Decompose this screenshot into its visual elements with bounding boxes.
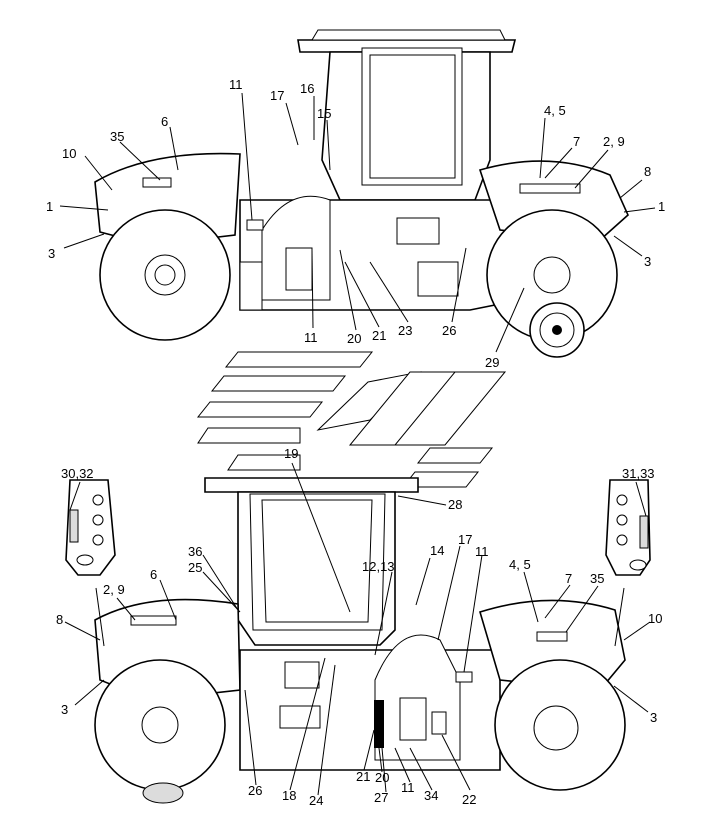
callout-bottom-27: 27	[374, 790, 388, 805]
callout-bottom-14: 14	[430, 543, 444, 558]
logo-bar-4	[197, 427, 301, 444]
callout-bottom-6: 6	[150, 567, 157, 582]
logo-bar-3	[196, 401, 324, 418]
logo-bar-6	[416, 447, 494, 464]
callout-bottom-30-32: 30,32	[61, 466, 94, 481]
callout-top-16: 16	[300, 81, 314, 96]
callout-bottom-18: 18	[282, 788, 296, 803]
callout-top-8: 8	[644, 164, 651, 179]
bottom-chassis	[239, 649, 501, 771]
callout-bottom-2-9: 2, 9	[103, 582, 125, 597]
callout-top-3-left: 3	[48, 246, 55, 261]
callout-top-10: 10	[62, 146, 76, 161]
callout-top-23: 23	[398, 323, 412, 338]
callout-bottom-17: 17	[458, 532, 472, 547]
callout-top-7: 7	[573, 134, 580, 149]
bottom-panel-lower	[279, 705, 321, 729]
bottom-decal-21	[374, 700, 384, 748]
bottom-left-drum-hub	[141, 706, 179, 744]
top-machine-view	[94, 29, 629, 358]
callout-top-11-upper: 11	[229, 77, 243, 92]
callout-top-26: 26	[442, 323, 456, 338]
bottom-cab-roof	[204, 477, 419, 493]
callout-bottom-24: 24	[309, 793, 323, 808]
bottom-left-drum-foot	[142, 782, 184, 804]
callout-top-29: 29	[485, 355, 499, 370]
callout-top-17: 17	[270, 88, 284, 103]
callout-bottom-3-left: 3	[61, 702, 68, 717]
callout-top-6: 6	[161, 114, 168, 129]
top-cab-window-inner	[369, 54, 456, 179]
top-leader-lines	[59, 92, 656, 353]
center-logo	[196, 351, 507, 488]
callout-bottom-34: 34	[424, 788, 438, 803]
callout-top-35: 35	[110, 129, 124, 144]
callout-top-20: 20	[347, 331, 361, 346]
callout-top-21: 21	[372, 328, 386, 343]
bottom-machine-view	[94, 477, 626, 804]
callout-bottom-20: 20	[375, 770, 389, 785]
top-decal-side-panel	[239, 261, 263, 311]
callout-bottom-3-right: 3	[650, 710, 657, 725]
callout-bottom-22: 22	[462, 792, 476, 807]
callout-top-4-5: 4, 5	[544, 103, 566, 118]
top-left-drum-hub-inner	[154, 264, 176, 286]
top-decal-35	[142, 177, 172, 188]
callout-bottom-4-5: 4, 5	[509, 557, 531, 572]
plate-30-32	[65, 479, 116, 576]
bottom-decal-22	[431, 711, 447, 735]
callout-top-1-left: 1	[46, 199, 53, 214]
callout-bottom-11-upper: 11	[475, 544, 489, 559]
bottom-cab-window-inner	[261, 499, 373, 623]
callout-bottom-28: 28	[448, 497, 462, 512]
top-motor-disc-center	[552, 325, 562, 335]
bottom-decal-35	[536, 631, 568, 642]
callout-bottom-8: 8	[56, 612, 63, 627]
callout-bottom-10: 10	[648, 611, 662, 626]
top-panel	[417, 261, 459, 297]
bottom-grille	[399, 697, 427, 741]
callout-bottom-11-lower: 11	[401, 780, 415, 795]
callout-bottom-19: 19	[284, 446, 298, 461]
callout-top-11-lower: 11	[304, 330, 318, 345]
callout-bottom-12-13: 12,13	[362, 559, 395, 574]
callout-bottom-31-33: 31,33	[622, 466, 655, 481]
callout-bottom-35: 35	[590, 571, 604, 586]
bottom-decal-2-9	[130, 615, 177, 626]
logo-stripe-3	[393, 371, 507, 446]
top-decal-11	[246, 219, 264, 231]
bottom-decal-11	[455, 671, 473, 683]
logo-bar-1	[224, 351, 374, 368]
callout-bottom-26: 26	[248, 783, 262, 798]
callout-bottom-36: 36	[188, 544, 202, 559]
logo-bar-2	[210, 375, 347, 392]
callout-bottom-21: 21	[356, 769, 370, 784]
top-right-drum-hub	[533, 256, 571, 294]
bottom-right-drum-hub	[533, 705, 579, 751]
bottom-callouts: 30,32 19 31,33 28 36 25 2, 9 6 8 3 12,13…	[56, 446, 662, 808]
plate-31-33	[605, 479, 651, 576]
callout-top-1-right: 1	[658, 199, 665, 214]
callout-bottom-25: 25	[188, 560, 202, 575]
top-grille	[285, 247, 313, 291]
top-decal-2-9	[519, 183, 581, 194]
top-hatch	[396, 217, 440, 245]
bottom-leader-lines	[64, 462, 651, 796]
callout-bottom-7: 7	[565, 571, 572, 586]
logo-bar-5	[227, 454, 301, 471]
bottom-panel	[284, 661, 320, 689]
callout-top-3-right: 3	[644, 254, 651, 269]
callout-top-2-9: 2, 9	[603, 134, 625, 149]
callout-top-15: 15	[317, 106, 331, 121]
top-cab-roof-rim	[311, 29, 506, 41]
top-callouts: 1 3 10 35 6 11 17 16 15 4, 5 7 2, 9 8 1 …	[46, 77, 665, 370]
